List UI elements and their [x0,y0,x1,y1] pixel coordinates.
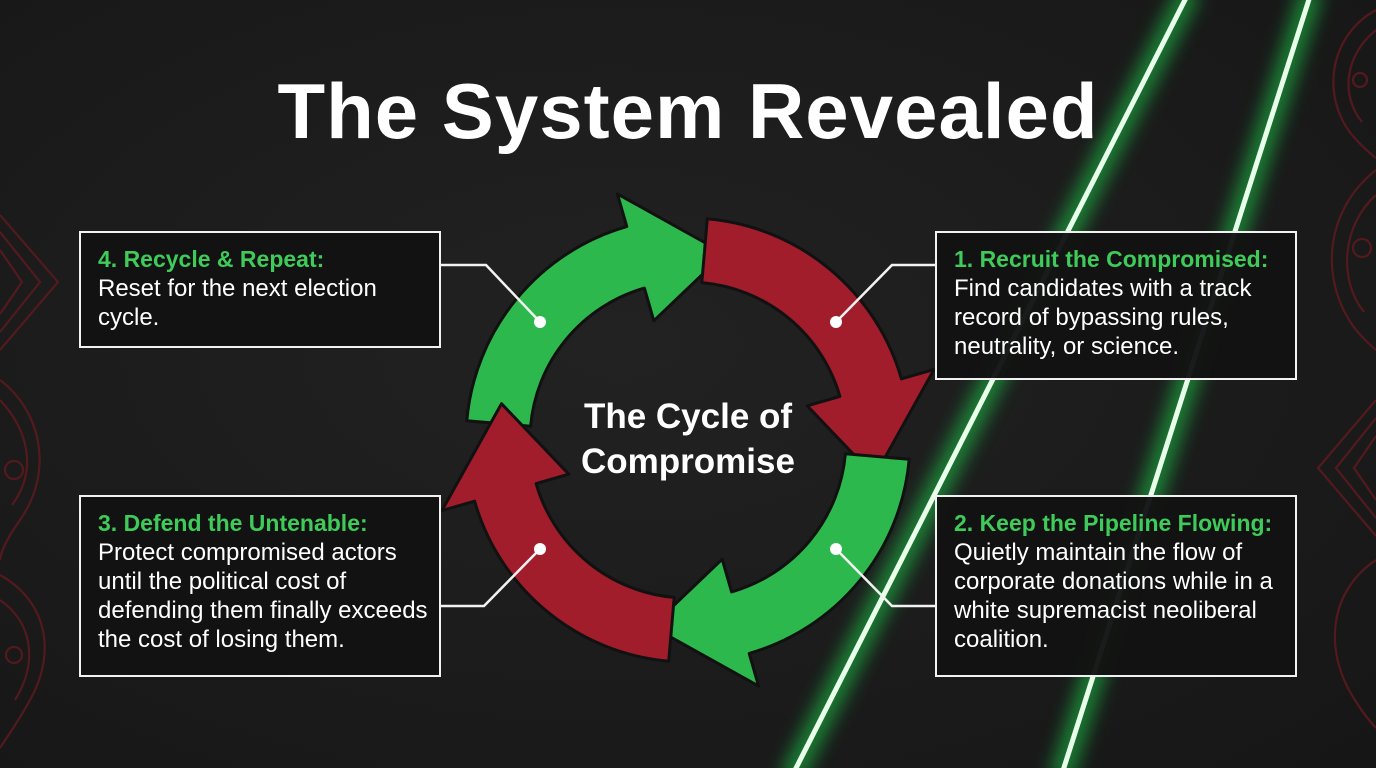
step-card-defend-untenable: 3. Defend the Untenable: Protect comprom… [79,495,441,677]
cycle-arrow-red-right [700,217,936,478]
step-card-recycle-repeat: 4. Recycle & Repeat: Reset for the next … [79,231,441,348]
connector-recruit [835,263,935,323]
connector-recycle-dot [534,316,546,328]
step-heading: 1. Recruit the Compromised: [954,246,1269,272]
step-description: Reset for the next election cycle. [98,275,377,331]
connector-pipeline-dot [830,543,842,555]
connector-recycle [441,263,541,323]
step-card-recruit-compromised: 1. Recruit the Compromised: Find candida… [935,231,1297,380]
center-label-line1: The Cycle of [583,397,793,436]
cycle-arrow-green-top [465,192,726,428]
step-heading: 2. Keep the Pipeline Flowing: [954,510,1273,536]
connector-defend [441,548,541,608]
center-label-line2: Compromise [581,442,795,481]
cycle-center-label: The Cycle of Compromise [548,394,828,484]
page-title: The System Revealed [277,67,1099,155]
step-description: Quietly maintain the flow of corporate d… [954,539,1273,653]
connector-pipeline [835,548,935,608]
step-heading: 4. Recycle & Repeat: [98,246,325,272]
connector-recruit-dot [830,316,842,328]
step-description: Find candidates with a track record of b… [954,275,1252,360]
cycle-arrow-green-bottom [650,452,911,688]
step-heading: 3. Defend the Untenable: [98,510,368,536]
step-card-keep-pipeline-flowing: 2. Keep the Pipeline Flowing: Quietly ma… [935,495,1297,677]
step-description: Protect compromised actors until the pol… [98,539,428,653]
cycle-arrow-red-left [440,402,676,663]
connector-defend-dot [534,543,546,555]
